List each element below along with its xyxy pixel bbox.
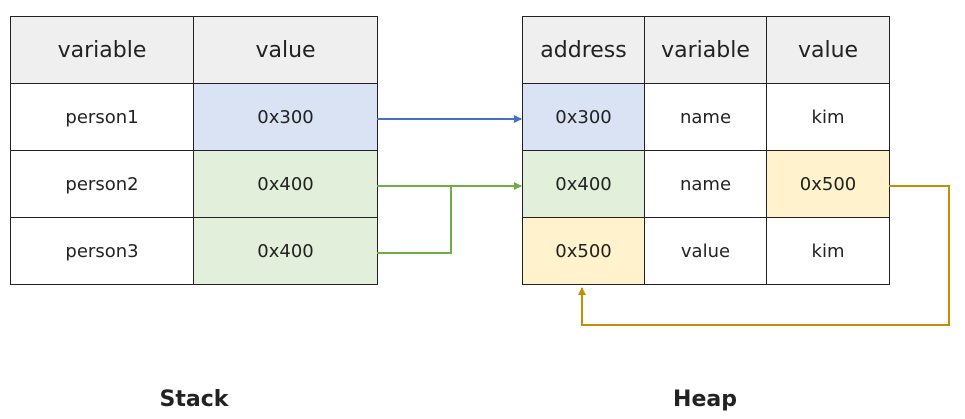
stack-row: person2 0x400 [10,150,378,218]
heap-variable-cell: name [644,150,767,218]
heap-table: address variable value 0x300 name kim 0x… [522,16,890,285]
heap-address-cell: 0x400 [522,150,645,218]
heap-caption: Heap [673,387,737,412]
stack-value-cell: 0x300 [193,83,378,151]
stack-header-row: variable value [10,16,378,84]
heap-address-cell: 0x500 [522,217,645,285]
heap-header-value: value [766,16,890,84]
heap-variable-cell: name [644,83,767,151]
stack-header-value: value [193,16,378,84]
arrow-0x500-ref-to-0x500 [578,185,950,326]
heap-value-cell: kim [766,83,890,151]
stack-header-variable: variable [10,16,194,84]
stack-value-cell: 0x400 [193,150,378,218]
heap-row: 0x300 name kim [522,83,890,151]
stack-value-cell: 0x400 [193,217,378,285]
heap-value-cell: kim [766,217,890,285]
heap-row: 0x500 value kim [522,217,890,285]
stack-caption: Stack [159,387,229,412]
heap-variable-cell: value [644,217,767,285]
stack-row: person3 0x400 [10,217,378,285]
heap-row: 0x400 name 0x500 [522,150,890,218]
heap-header-address: address [522,16,645,84]
heap-header-variable: variable [644,16,767,84]
heap-value-cell: 0x500 [766,150,890,218]
stack-variable-cell: person2 [10,150,194,218]
stack-table: variable value person1 0x300 person2 0x4… [10,16,378,285]
stack-row: person1 0x300 [10,83,378,151]
heap-address-cell: 0x300 [522,83,645,151]
heap-header-row: address variable value [522,16,890,84]
arrow-person3-to-0x400 [377,186,452,254]
